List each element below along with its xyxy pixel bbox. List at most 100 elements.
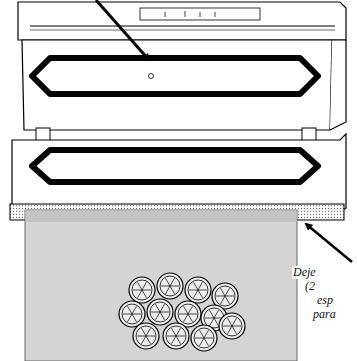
slice <box>119 301 145 327</box>
slice-segment <box>214 318 219 326</box>
vacuum-port <box>149 74 154 79</box>
slice-segment <box>189 290 198 291</box>
food-slices <box>119 273 245 351</box>
lid-panel <box>22 40 332 130</box>
lower-gasket <box>32 150 318 182</box>
slice-segment <box>160 304 165 312</box>
slice-rind <box>166 326 186 346</box>
slice-segment <box>228 326 233 334</box>
slice-segment <box>232 326 241 327</box>
slice-segment <box>225 296 234 297</box>
bag-seal-zone <box>25 210 297 222</box>
slice <box>147 299 173 325</box>
slice-segment <box>146 336 151 344</box>
slice-segment <box>172 328 177 336</box>
slice-segment <box>223 326 232 327</box>
slice-rind <box>150 302 170 322</box>
slice-segment <box>160 312 169 313</box>
slice <box>185 277 211 303</box>
slice-segment <box>172 336 177 344</box>
slice-segment <box>146 336 155 337</box>
slice-segment <box>170 278 175 286</box>
slice-segment <box>214 310 219 318</box>
note-text: Deje <box>292 266 317 279</box>
slice <box>163 323 189 349</box>
slice-segment <box>161 286 170 287</box>
slice-segment <box>137 336 146 337</box>
lid-side <box>330 40 346 130</box>
slice-segment <box>198 290 203 298</box>
slice-rind <box>136 326 156 346</box>
housing-edge <box>30 30 335 31</box>
housing-top <box>18 2 346 40</box>
slice-segment <box>151 312 160 313</box>
slice-segment <box>170 286 179 287</box>
note-text: para <box>312 308 337 321</box>
slice-segment <box>133 290 142 291</box>
slice-segment <box>156 304 161 312</box>
slice-segment <box>138 282 143 290</box>
slice-segment <box>188 306 193 314</box>
slice-rind <box>222 316 242 336</box>
slice-segment <box>232 326 237 334</box>
slice-segment <box>194 282 199 290</box>
slice-segment <box>205 318 214 319</box>
housing-edge <box>30 26 335 27</box>
slice-segment <box>225 288 230 296</box>
slice-segment <box>221 288 226 296</box>
slice-segment <box>221 296 226 304</box>
slice-segment <box>160 312 165 320</box>
slice-segment <box>176 336 185 337</box>
slice-segment <box>128 306 133 314</box>
slice-segment <box>176 336 181 344</box>
slice-segment <box>210 310 215 318</box>
slice-segment <box>198 282 203 290</box>
slice-segment <box>200 338 205 346</box>
slice-rind <box>194 328 214 348</box>
slice-segment <box>194 290 199 298</box>
leader-arrow <box>306 224 352 262</box>
slice <box>133 323 159 349</box>
slice-segment <box>184 314 189 322</box>
slice-segment <box>204 338 209 346</box>
slice-segment <box>156 312 161 320</box>
slice-segment <box>204 330 209 338</box>
slice-segment <box>179 314 188 315</box>
slice-segment <box>225 296 230 304</box>
slice-segment <box>146 328 151 336</box>
slice-segment <box>200 330 205 338</box>
slice-segment <box>132 314 137 322</box>
slice-segment <box>142 290 147 298</box>
slice-rind <box>132 280 152 300</box>
panel-marks <box>165 11 215 17</box>
slice-segment <box>167 336 176 337</box>
base <box>12 134 346 212</box>
leader-arrow <box>96 0 149 60</box>
slice-segment <box>216 296 225 297</box>
slice-segment <box>142 328 147 336</box>
slice-segment <box>142 336 147 344</box>
slice-segment <box>188 314 193 322</box>
slice <box>129 277 155 303</box>
upper-gasket <box>32 58 318 94</box>
slice-segment <box>142 282 147 290</box>
slice-rind <box>178 304 198 324</box>
note-text: esp <box>316 294 334 307</box>
slice-segment <box>210 318 215 326</box>
slice-segment <box>166 286 171 294</box>
slice-segment <box>188 314 197 315</box>
slice-rind <box>188 280 208 300</box>
slice-segment <box>123 314 132 315</box>
slice-segment <box>170 286 175 294</box>
slice <box>191 325 217 351</box>
slice-rind <box>215 286 235 306</box>
slice-segment <box>204 338 213 339</box>
slice <box>219 313 245 339</box>
slice-segment <box>195 338 204 339</box>
slice-segment <box>198 290 207 291</box>
slice-segment <box>176 328 181 336</box>
slice-rind <box>122 304 142 324</box>
slice-segment <box>132 314 141 315</box>
slice-segment <box>166 278 171 286</box>
